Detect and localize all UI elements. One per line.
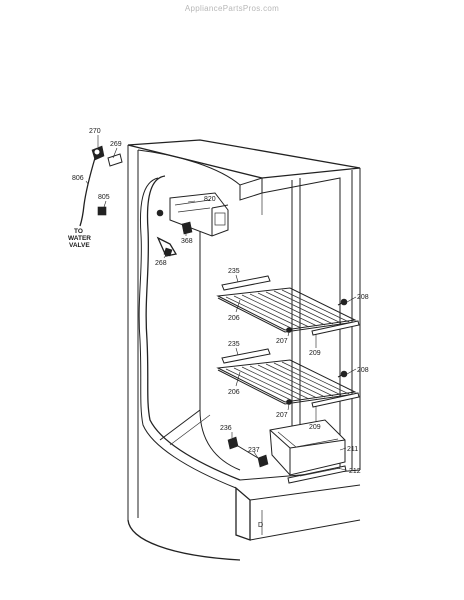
water-tube-806 xyxy=(79,157,96,227)
bracket-237 xyxy=(257,454,269,468)
label-806: 806 xyxy=(72,175,84,182)
label-805: 805 xyxy=(98,194,110,201)
label-237: 237 xyxy=(248,447,260,454)
label-209-upper: 209 xyxy=(309,350,321,357)
label-209-lower: 209 xyxy=(309,424,321,431)
bracket-368 xyxy=(181,221,193,235)
bin-cover-212 xyxy=(287,465,347,484)
label-820: 820 xyxy=(204,196,216,203)
part-labels: 270 269 806 805 TO WATER VALVE 820 368 2… xyxy=(68,128,369,475)
ice-maker-screw xyxy=(156,209,164,217)
screw-207-upper xyxy=(286,327,292,333)
clip-805 xyxy=(97,206,107,216)
wire-shelf-206-upper xyxy=(216,287,357,331)
label-235-upper: 235 xyxy=(228,268,240,275)
label-208-lower: 208 xyxy=(357,367,369,374)
label-235-lower: 235 xyxy=(228,341,240,348)
bin-211 xyxy=(269,419,346,476)
label-206-lower: 206 xyxy=(228,389,240,396)
label-211: 211 xyxy=(347,446,358,453)
watermark: AppliancePartsPros.com xyxy=(184,4,280,13)
trim-209-lower xyxy=(311,392,360,408)
figure-code: D xyxy=(258,522,263,529)
shelf-lower xyxy=(216,348,360,408)
bracket-268 xyxy=(163,247,173,257)
shelf-rail-235-lower xyxy=(221,348,271,364)
label-208-upper: 208 xyxy=(357,294,369,301)
shelf-rail-235-upper xyxy=(221,275,271,291)
cabinet-bottom-curve xyxy=(127,519,241,561)
grommet-269 xyxy=(107,153,123,167)
ice-maker-assembly xyxy=(156,192,229,257)
screw-207-lower xyxy=(286,399,292,405)
crisper-bin-assembly xyxy=(227,419,347,484)
label-206-upper: 206 xyxy=(228,315,240,322)
cabinet-top xyxy=(127,139,361,179)
leader-lines xyxy=(85,135,357,471)
wire-shelf-206-lower xyxy=(216,359,357,403)
label-368: 368 xyxy=(181,238,193,245)
note-water-3: VALVE xyxy=(69,242,90,249)
note-water-1: TO xyxy=(74,228,83,235)
label-207-lower: 207 xyxy=(276,412,288,419)
water-line-assembly xyxy=(79,145,123,227)
label-207-upper: 207 xyxy=(276,338,288,345)
shelf-upper xyxy=(216,275,360,336)
label-270: 270 xyxy=(89,128,101,135)
label-269: 269 xyxy=(110,141,122,148)
trim-209-upper xyxy=(311,320,360,336)
label-268: 268 xyxy=(155,260,167,267)
note-water-2: WATER xyxy=(68,235,91,242)
cabinet: D xyxy=(127,139,361,561)
label-236: 236 xyxy=(220,425,232,432)
label-212: 212 xyxy=(349,468,361,475)
ice-maker-820 xyxy=(169,192,229,237)
support-236 xyxy=(227,436,239,450)
